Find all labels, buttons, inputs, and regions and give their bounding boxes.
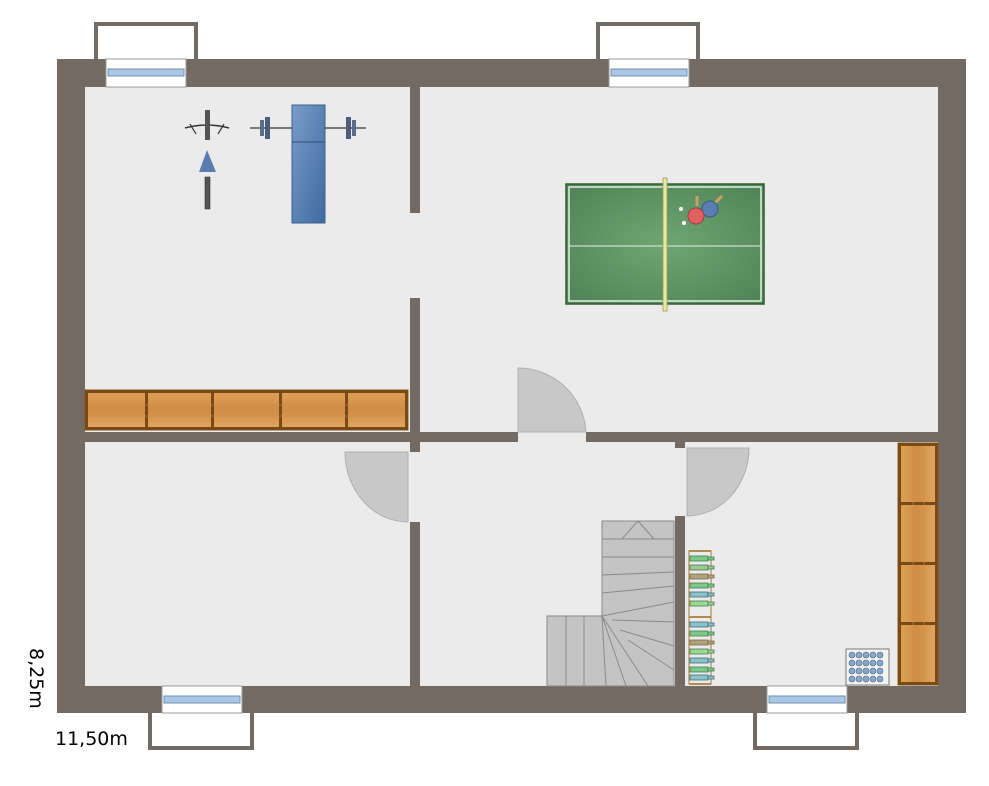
weight-bench-icon — [250, 104, 366, 224]
stairs — [546, 520, 675, 687]
window-bays — [94, 22, 859, 750]
bottle-rack-icon — [688, 550, 715, 685]
width-dimension-label: 11,50m — [55, 728, 128, 750]
shelf-icon — [84, 389, 409, 431]
door-game-room — [517, 367, 587, 433]
gym-room — [85, 87, 410, 432]
door-bottom-left-room — [344, 451, 409, 523]
ping-pong-paddle-icon — [679, 194, 724, 225]
ping-pong-table-icon — [565, 177, 765, 312]
water-crate-icon — [845, 648, 890, 686]
room-floors — [85, 87, 938, 686]
windows — [105, 58, 848, 714]
door-storage-room — [686, 447, 750, 517]
height-dimension-label: 8,25m — [25, 648, 47, 709]
crosstrainer-icon — [184, 110, 230, 210]
doors — [344, 367, 750, 523]
storage-shelf-icon — [897, 442, 939, 686]
